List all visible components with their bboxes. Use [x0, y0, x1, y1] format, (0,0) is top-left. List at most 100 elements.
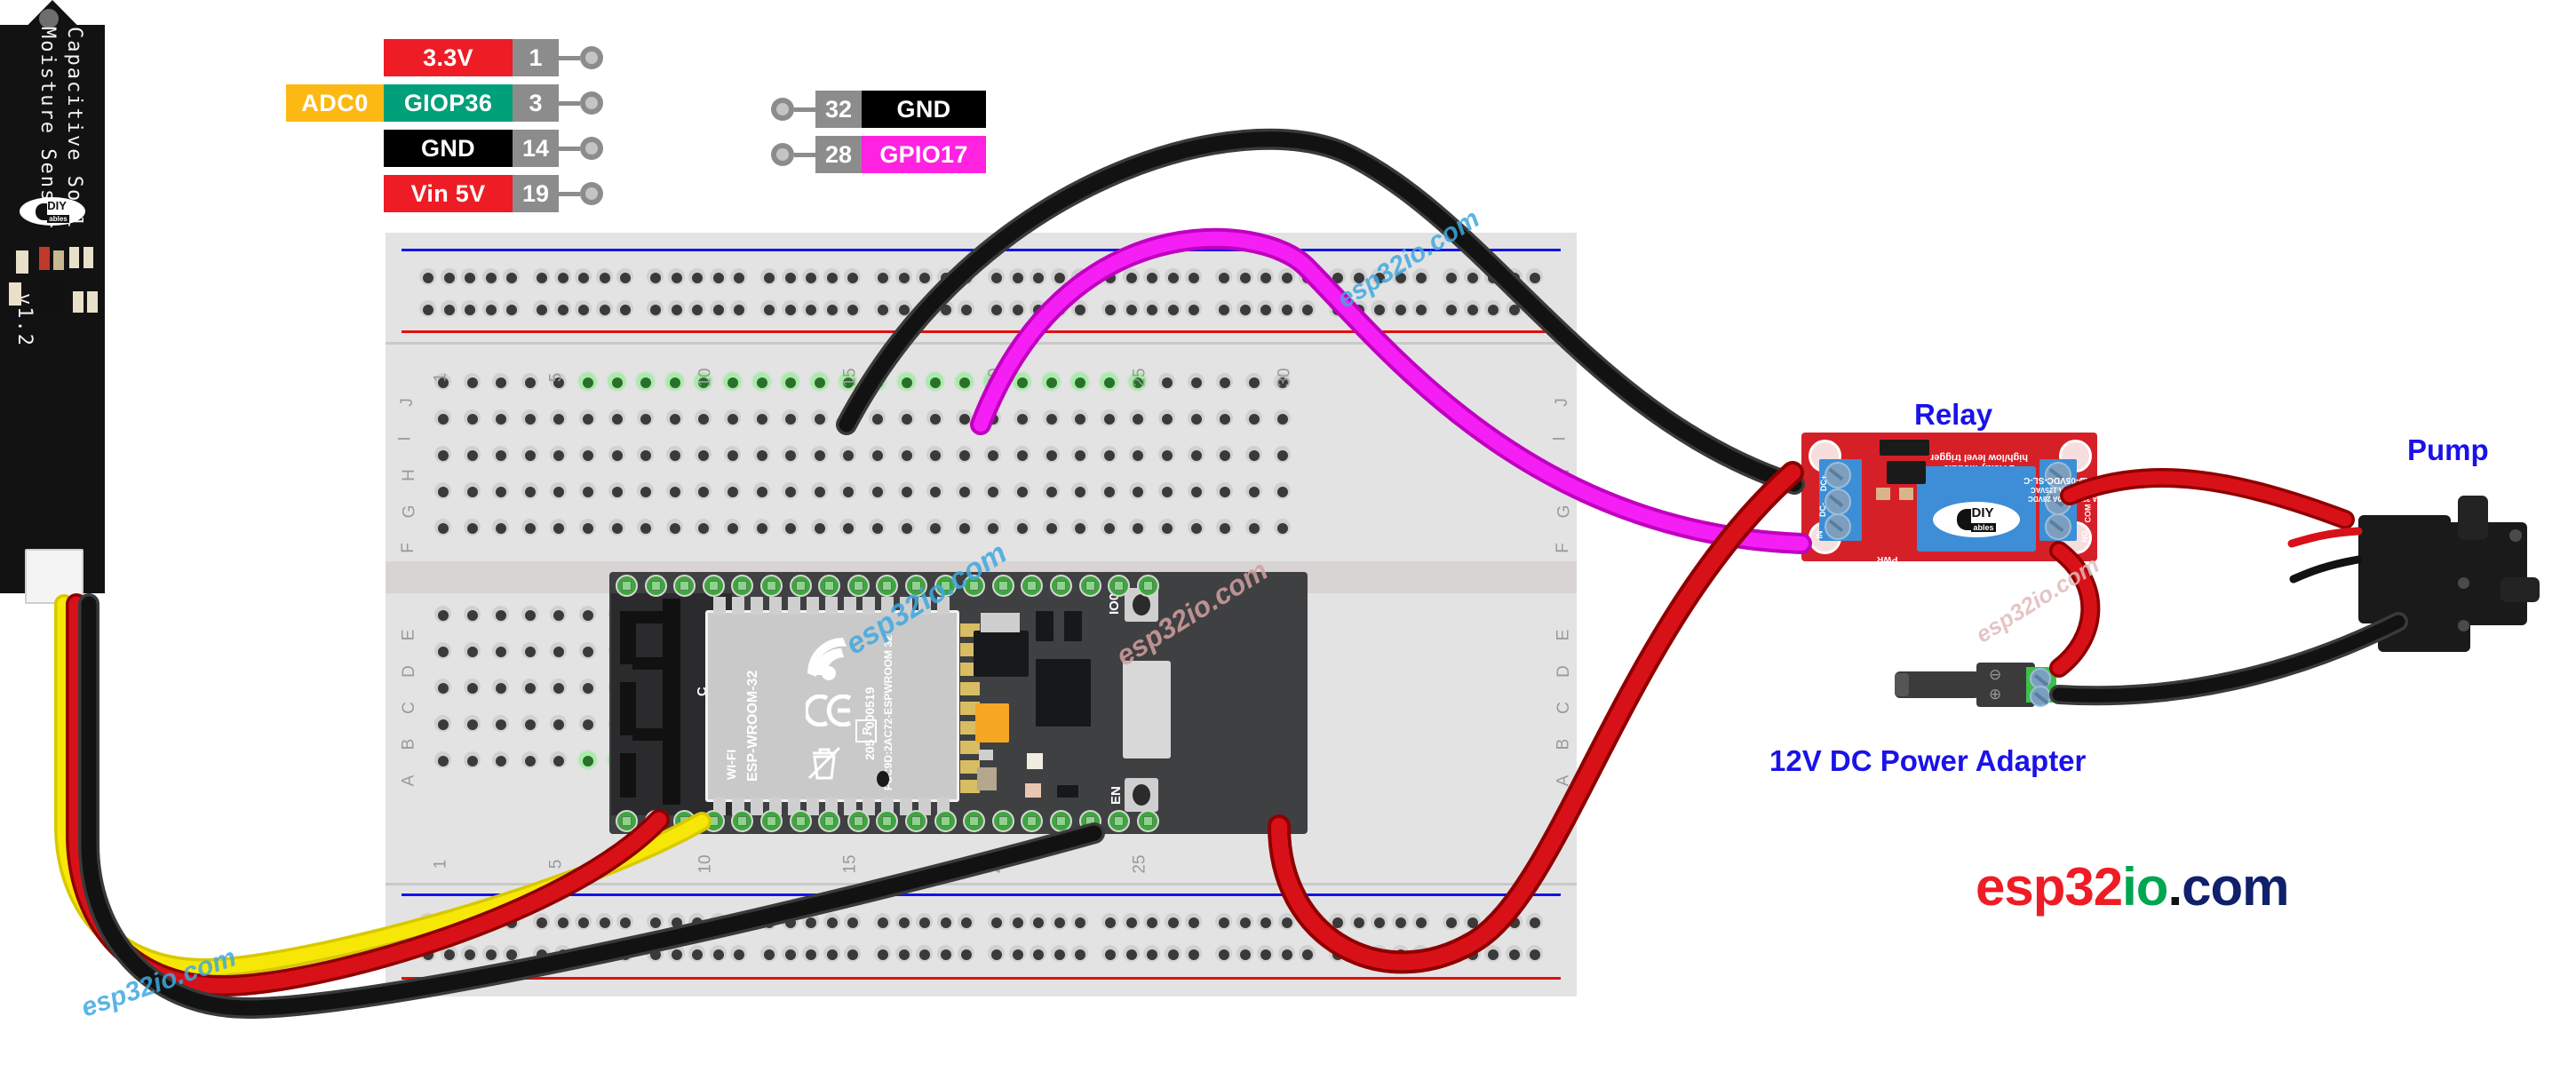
power-rail-hole[interactable]	[1484, 300, 1501, 317]
breadboard-hole[interactable]	[550, 373, 568, 390]
breadboard-hole[interactable]	[608, 482, 625, 499]
power-rail-hole[interactable]	[1143, 300, 1160, 317]
breadboard-hole[interactable]	[550, 409, 568, 426]
power-rail-hole[interactable]	[1185, 300, 1202, 317]
breadboard-hole[interactable]	[463, 446, 481, 463]
esp32-header-pin[interactable]	[702, 575, 725, 597]
breadboard-hole[interactable]	[839, 409, 857, 426]
power-rail-hole[interactable]	[1391, 945, 1409, 962]
esp32-header-pin[interactable]	[1078, 575, 1101, 597]
power-rail-hole[interactable]	[844, 268, 861, 285]
power-rail-hole[interactable]	[1050, 945, 1068, 962]
power-rail-hole[interactable]	[958, 268, 974, 285]
power-rail-hole[interactable]	[1030, 268, 1046, 285]
power-rail-hole[interactable]	[781, 913, 799, 930]
esp32-header-pin[interactable]	[934, 810, 957, 832]
power-rail-hole[interactable]	[595, 913, 613, 930]
power-rail-hole[interactable]	[1143, 268, 1160, 285]
esp32-header-pin[interactable]	[847, 810, 870, 832]
power-rail-hole[interactable]	[1101, 268, 1118, 285]
power-rail-hole[interactable]	[1391, 913, 1409, 930]
breadboard-hole[interactable]	[1129, 409, 1147, 426]
power-rail-hole[interactable]	[1412, 913, 1429, 930]
power-rail-hole[interactable]	[503, 300, 520, 317]
power-rail-hole[interactable]	[553, 300, 571, 317]
breadboard-hole[interactable]	[1187, 482, 1205, 499]
breadboard-hole[interactable]	[492, 715, 510, 732]
power-rail-hole[interactable]	[894, 945, 912, 962]
breadboard-hole[interactable]	[1216, 373, 1234, 390]
power-rail-hole[interactable]	[419, 945, 436, 962]
power-rail-hole[interactable]	[1050, 268, 1068, 285]
breadboard-hole[interactable]	[1100, 373, 1117, 390]
breadboard-hole[interactable]	[492, 751, 510, 768]
breadboard-hole[interactable]	[637, 373, 655, 390]
esp32-header-pin[interactable]	[963, 810, 986, 832]
esp32-header-pin[interactable]	[1021, 575, 1044, 597]
breadboard-hole[interactable]	[810, 482, 828, 499]
breadboard-hole[interactable]	[984, 409, 1002, 426]
relay-screw-dc-plus[interactable]	[1825, 462, 1851, 488]
power-rail-hole[interactable]	[1299, 913, 1316, 930]
power-rail-hole[interactable]	[874, 945, 891, 962]
breadboard-hole[interactable]	[463, 373, 481, 390]
power-rail-hole[interactable]	[440, 913, 457, 930]
power-rail-hole[interactable]	[1349, 913, 1367, 930]
breadboard-hole[interactable]	[1014, 519, 1030, 536]
power-rail-hole[interactable]	[844, 300, 861, 317]
power-rail-hole[interactable]	[1371, 945, 1387, 962]
breadboard-hole[interactable]	[955, 482, 973, 499]
breadboard-hole[interactable]	[434, 409, 451, 426]
esp32-header-pin[interactable]	[616, 575, 638, 597]
breadboard-hole[interactable]	[463, 679, 481, 695]
power-rail-hole[interactable]	[1443, 300, 1459, 317]
power-rail-hole[interactable]	[1329, 913, 1346, 930]
power-rail-hole[interactable]	[1071, 300, 1088, 317]
power-rail-hole[interactable]	[688, 300, 705, 317]
power-rail-hole[interactable]	[760, 268, 777, 285]
power-rail-hole[interactable]	[894, 913, 912, 930]
power-rail-hole[interactable]	[781, 268, 799, 285]
esp32-header-pin[interactable]	[760, 575, 783, 597]
power-rail-hole[interactable]	[1463, 945, 1481, 962]
power-rail-hole[interactable]	[1143, 913, 1160, 930]
breadboard-hole[interactable]	[550, 715, 568, 732]
esp32-header-pin[interactable]	[760, 810, 783, 832]
relay-screw-dc-minus[interactable]	[1825, 488, 1851, 515]
esp32-header-pin[interactable]	[1078, 810, 1101, 832]
breadboard-hole[interactable]	[463, 715, 481, 732]
power-rail-hole[interactable]	[1484, 945, 1501, 962]
power-rail-hole[interactable]	[958, 300, 974, 317]
power-rail-hole[interactable]	[916, 300, 933, 317]
power-rail-hole[interactable]	[709, 300, 727, 317]
power-rail-hole[interactable]	[1164, 268, 1181, 285]
power-rail-hole[interactable]	[688, 945, 705, 962]
power-rail-hole[interactable]	[1050, 913, 1068, 930]
breadboard-hole[interactable]	[955, 446, 973, 463]
power-rail-hole[interactable]	[481, 913, 499, 930]
breadboard-hole[interactable]	[869, 482, 886, 499]
breadboard-hole[interactable]	[1100, 409, 1117, 426]
power-rail-hole[interactable]	[1008, 913, 1026, 930]
power-rail-hole[interactable]	[440, 945, 457, 962]
breadboard-hole[interactable]	[897, 446, 915, 463]
power-rail-hole[interactable]	[575, 300, 592, 317]
breadboard-hole[interactable]	[608, 409, 625, 426]
breadboard-hole[interactable]	[550, 482, 568, 499]
power-rail-hole[interactable]	[1236, 300, 1253, 317]
power-rail-hole[interactable]	[1463, 268, 1481, 285]
esp32-header-pin[interactable]	[789, 810, 812, 832]
breadboard-hole[interactable]	[724, 409, 741, 426]
power-rail-hole[interactable]	[709, 268, 727, 285]
breadboard-hole[interactable]	[1187, 373, 1205, 390]
power-rail-hole[interactable]	[1277, 300, 1295, 317]
esp32-header-pin[interactable]	[876, 810, 899, 832]
power-rail-hole[interactable]	[1329, 945, 1346, 962]
breadboard-hole[interactable]	[869, 409, 886, 426]
breadboard-hole[interactable]	[665, 446, 683, 463]
breadboard-hole[interactable]	[463, 519, 481, 536]
breadboard-hole[interactable]	[1071, 446, 1089, 463]
breadboard-hole[interactable]	[579, 715, 596, 732]
breadboard-hole[interactable]	[752, 446, 770, 463]
power-rail-hole[interactable]	[440, 300, 457, 317]
